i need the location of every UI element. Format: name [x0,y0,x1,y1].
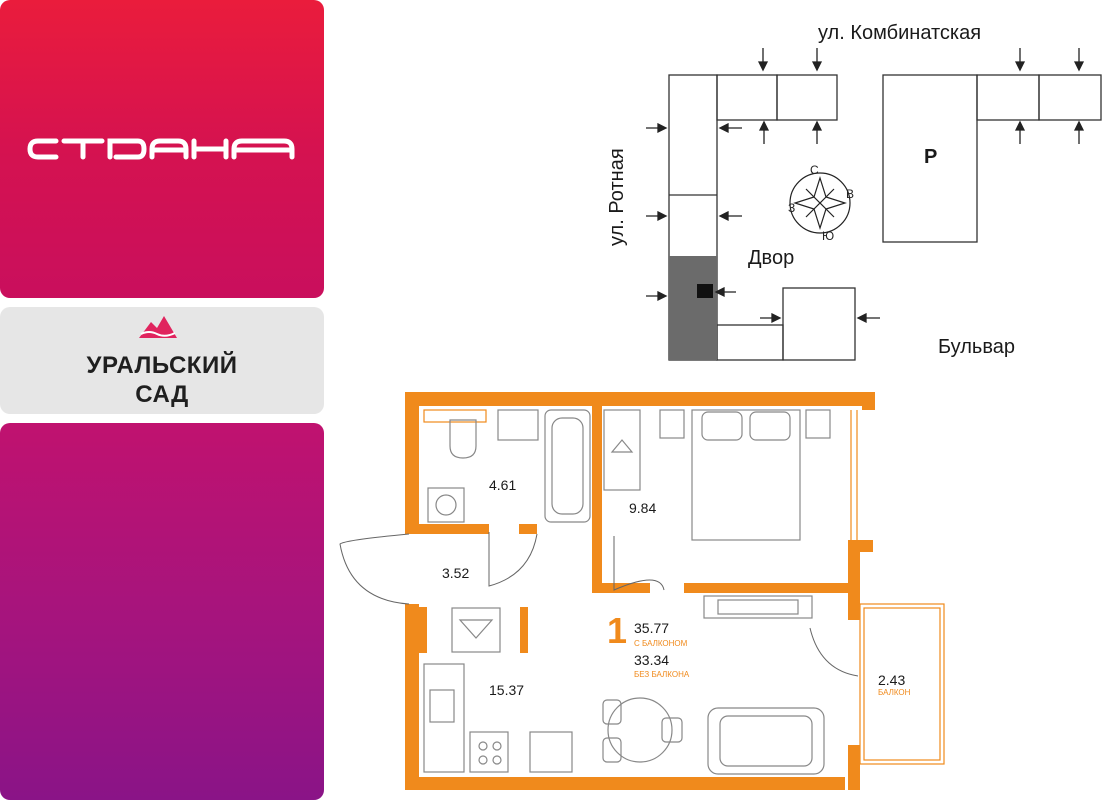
area-bathroom: 4.61 [489,477,517,493]
area-hall: 3.52 [442,565,470,581]
selected-section [669,256,717,360]
doors [339,532,859,677]
balcony [850,410,945,765]
yard-label: Двор [748,247,795,269]
complex-name: УРАЛЬСКИЙ САД [86,352,238,408]
entrance-arrows [646,48,1085,324]
total-area-label: С БАЛКОНОМ [634,639,688,648]
strana-logo [27,138,295,160]
compass-west: З [788,201,795,215]
parking-label: Р [924,146,938,168]
area-living: 15.37 [489,682,525,698]
compass-east: В [846,187,854,201]
total-area: 35.77 [634,620,670,636]
compass-north: С [810,163,819,177]
mountain-logo-icon [139,316,177,338]
compass-south: Ю [822,229,834,243]
street-kombinatskaya: ул. Комбинатская [818,22,982,44]
apartment-rooms: 1 [607,610,628,651]
furniture [423,409,831,775]
balcony-label: БАЛКОН [878,688,911,697]
living-area: 33.34 [634,652,670,668]
living-area-label: БЕЗ БАЛКОНА [634,670,690,679]
area-bedroom: 9.84 [629,500,657,516]
area-balcony: 2.43 [878,672,906,688]
entrance-marker [697,284,713,298]
compass-icon [789,172,851,234]
boulevard-label: Бульвар [938,336,1015,358]
promo-panel [0,423,324,800]
walls [405,392,875,790]
